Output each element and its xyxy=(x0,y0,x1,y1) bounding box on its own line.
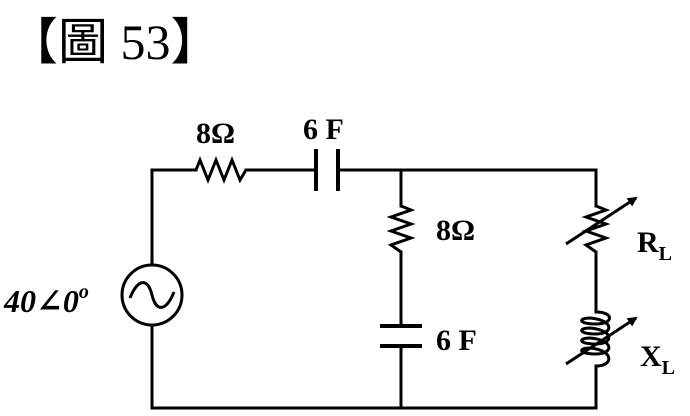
load-resistor-label: RL xyxy=(637,226,672,265)
shunt-resistor-symbol xyxy=(386,204,416,254)
shunt-capacitor-label: 6 F xyxy=(436,324,477,357)
load-resistor-variable-arrow xyxy=(565,196,638,246)
load-resistor-symbol xyxy=(581,204,611,254)
source-label: 40∠0o xyxy=(3,281,89,319)
ac-source-symbol xyxy=(120,263,184,327)
shunt-resistor-label: 8Ω xyxy=(436,214,475,247)
series-resistor-label: 8Ω xyxy=(196,117,235,150)
load-inductor-label: XL xyxy=(640,340,675,379)
load-inductor-variable-arrow xyxy=(565,316,638,366)
series-capacitor-label: 6 F xyxy=(303,113,344,146)
figure-title: 【圖 53】 xyxy=(8,14,221,70)
series-capacitor-symbol xyxy=(314,149,340,191)
series-resistor-symbol xyxy=(194,155,248,185)
shunt-capacitor-symbol xyxy=(380,324,422,348)
